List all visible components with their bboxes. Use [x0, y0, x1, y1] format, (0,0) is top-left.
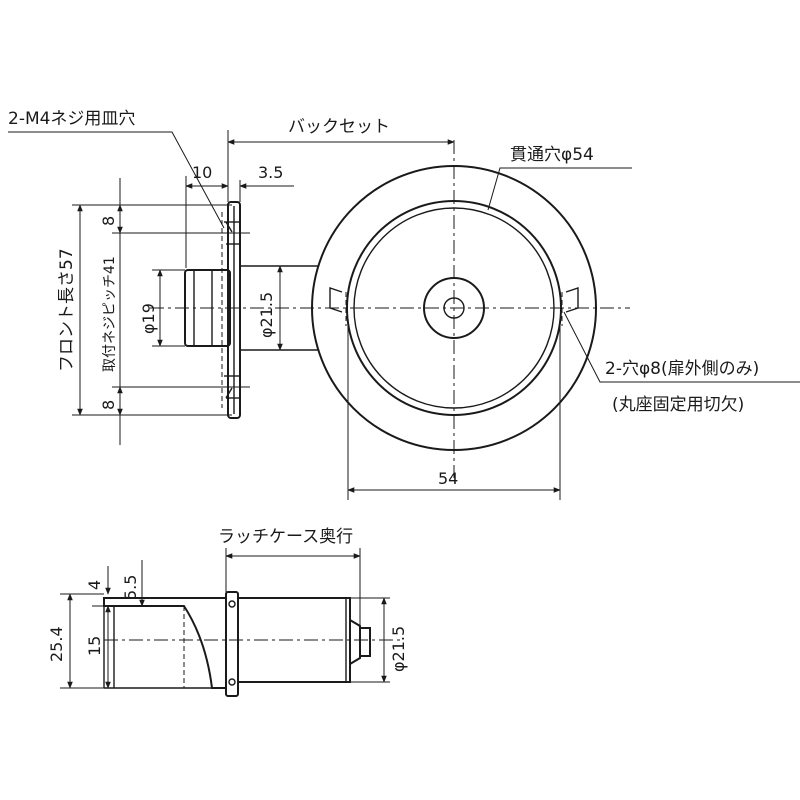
label-front-length: フロント長さ57	[57, 248, 77, 372]
label-screw-holes: 2-M4ネジ用皿穴	[8, 109, 135, 129]
label-screw-pitch: 取付ネジピッチ41	[102, 256, 118, 372]
label-dim-8-bottom: 8	[99, 400, 118, 410]
side-view	[60, 548, 400, 697]
rosette-notch-left	[329, 287, 347, 326]
label-dim-5-5: 5.5	[121, 575, 140, 600]
countersunk-hole-bottom	[224, 375, 240, 399]
label-through-hole: 貫通穴φ54	[510, 145, 594, 165]
label-dim-25-4: 25.4	[47, 626, 66, 662]
label-dia-21-5-top: φ21.5	[257, 292, 276, 338]
label-dim-15: 15	[85, 636, 104, 656]
label-dim-4: 4	[85, 580, 104, 590]
label-dim-54: 54	[438, 469, 458, 488]
label-dim-8-top: 8	[99, 216, 118, 226]
top-view	[8, 130, 800, 500]
label-holes-8: 2-穴φ8(扉外側のみ)	[605, 359, 759, 379]
latch-bolt-side	[103, 597, 227, 689]
rosette-notch-right	[561, 287, 579, 326]
label-backset: バックセット	[288, 117, 390, 137]
label-dim-3-5: 3.5	[258, 163, 283, 182]
label-dim-10: 10	[192, 163, 212, 182]
label-dia-21-5-bottom: φ21.5	[389, 626, 408, 672]
countersunk-hole-top	[224, 221, 240, 245]
label-latch-depth: ラッチケース奥行	[218, 527, 353, 547]
label-dia-19: φ19	[139, 303, 158, 334]
label-rosette-notch: (丸座固定用切欠)	[612, 395, 744, 415]
face-plate	[227, 201, 241, 419]
